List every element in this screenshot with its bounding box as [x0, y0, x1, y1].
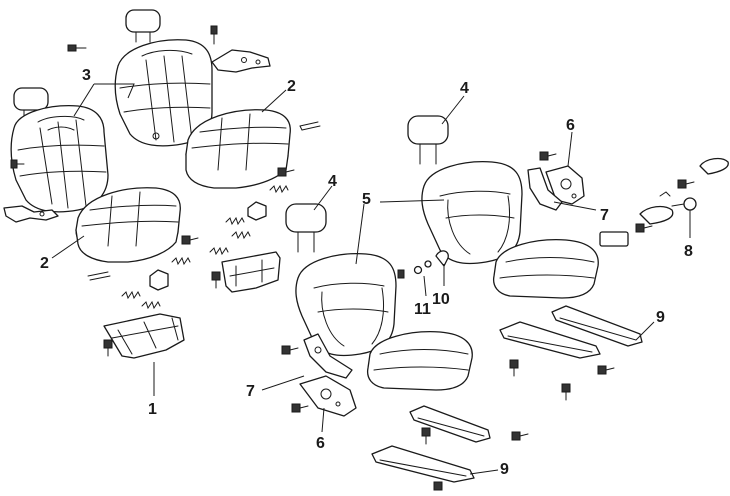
front-cushion-left: [366, 331, 473, 391]
callout-4-left: 4: [328, 173, 337, 190]
callout-6-upper: 6: [566, 117, 575, 134]
rear-seat-frame-center: [221, 251, 281, 293]
clip-group: [149, 201, 267, 291]
callout-6-lower: 6: [316, 435, 325, 452]
callout-10: 10: [432, 291, 450, 308]
front-backrest-right: [421, 161, 523, 265]
rear-cushion-right: [185, 109, 291, 189]
rear-backrest-right: [114, 39, 213, 147]
callout-9-upper: 9: [656, 309, 665, 326]
spring-group: [121, 184, 289, 310]
recliner-lever-lower: [303, 333, 353, 379]
rear-cushion-left: [75, 187, 181, 263]
front-cushion-right: [492, 239, 599, 299]
callout-7-lower: 7: [246, 383, 255, 400]
callout-11: 11: [414, 301, 431, 318]
recliner-plate-lower: [299, 375, 357, 417]
callout-8: 8: [684, 243, 693, 260]
callout-3: 3: [82, 67, 91, 84]
seat-rail-lower: [371, 405, 491, 483]
seat-rail-upper: [499, 305, 643, 359]
callout-9-lower: 9: [500, 461, 509, 478]
rear-backrest-left: [10, 105, 109, 213]
headrest-rear-center: [125, 9, 161, 43]
adjuster-knob: [599, 157, 729, 247]
front-backrest-left: [295, 253, 397, 357]
rear-latch-bracket: [3, 205, 59, 223]
bolt-group-left: [10, 25, 321, 357]
callout-labels: 1 2 2 3 4 4 5 6 6 7 7 8 9 9 10 11: [40, 67, 693, 478]
rear-seat-frame: [103, 313, 185, 359]
headrest-front-right: [407, 115, 449, 165]
callout-1: 1: [148, 401, 157, 418]
callout-2-right: 2: [287, 78, 296, 95]
headrest-front-left: [285, 203, 327, 253]
recliner-lever-upper: [527, 167, 563, 211]
backrest-hinge-bracket: [211, 49, 271, 73]
callout-5: 5: [362, 191, 371, 208]
leader-lines: [51, 83, 691, 475]
callout-7-upper: 7: [600, 207, 609, 224]
washer-bolt-set: [397, 250, 449, 279]
callout-2-left: 2: [40, 255, 49, 272]
callout-4-right: 4: [460, 80, 469, 97]
bolt-group-right: [281, 151, 695, 491]
